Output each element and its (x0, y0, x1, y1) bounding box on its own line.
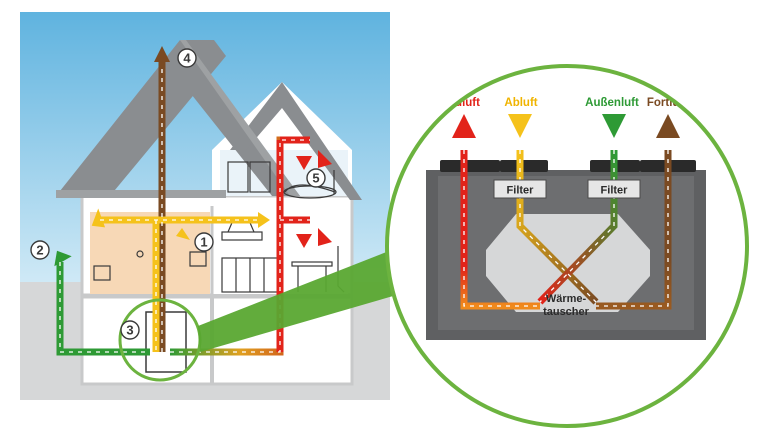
eave (56, 190, 226, 198)
badge-2: 2 (30, 240, 50, 260)
arrow-down-icon (296, 234, 312, 248)
duct-dashes (59, 66, 310, 353)
detail-view: Filter Filter Wärme- tauscher Zuluft Abl… (385, 64, 749, 428)
ventilation-unit (145, 311, 187, 373)
roof-gable (230, 82, 362, 200)
outdoor-intake-icon (54, 250, 72, 267)
badge-4: 4 (177, 48, 197, 68)
label-abluft: Abluft (504, 97, 537, 109)
roof-edge (180, 40, 300, 196)
arrow-down-icon (296, 156, 312, 170)
badge-4-label: 4 (183, 51, 191, 66)
exchanger-label-1: Wärme- (546, 293, 587, 305)
label-aussenluft: Außenluft (585, 97, 639, 109)
connector-zuluft (440, 160, 500, 172)
badge-3: 3 (120, 320, 140, 340)
exchanger-label-2: tauscher (543, 306, 590, 318)
arrow-down-icon (508, 114, 532, 138)
connector-abluft (500, 160, 548, 172)
bathroom (90, 212, 210, 294)
extract-arrow-icon (91, 208, 106, 228)
arrow-up-icon (656, 114, 680, 138)
arrow-up-icon (452, 114, 476, 138)
supply-arrow-icon (318, 150, 332, 168)
house-scene: 4 5 1 2 3 (20, 12, 414, 400)
callout-cone (198, 242, 414, 352)
badge-1-label: 1 (200, 235, 207, 250)
badge-3-label: 3 (126, 323, 133, 338)
supply-arrow-icon (318, 228, 332, 246)
arrow-down-icon (602, 114, 626, 138)
badge-5: 5 (306, 168, 326, 188)
badge-1: 1 (194, 232, 214, 252)
filter-right-label: Filter (601, 185, 629, 197)
filter-left (493, 179, 547, 199)
extract-arrow-icon (258, 212, 270, 228)
badge-2-label: 2 (36, 243, 43, 258)
arrow-up-icon (154, 46, 170, 62)
badge-5-label: 5 (312, 171, 319, 186)
extract-arrow-icon (176, 228, 190, 240)
heat-exchanger (486, 214, 650, 312)
detail-circle-ring (385, 64, 749, 428)
filter-right (587, 179, 641, 199)
filter-left-label: Filter (507, 185, 535, 197)
detail-duct-dashes (463, 150, 669, 307)
roof-main (58, 40, 226, 196)
